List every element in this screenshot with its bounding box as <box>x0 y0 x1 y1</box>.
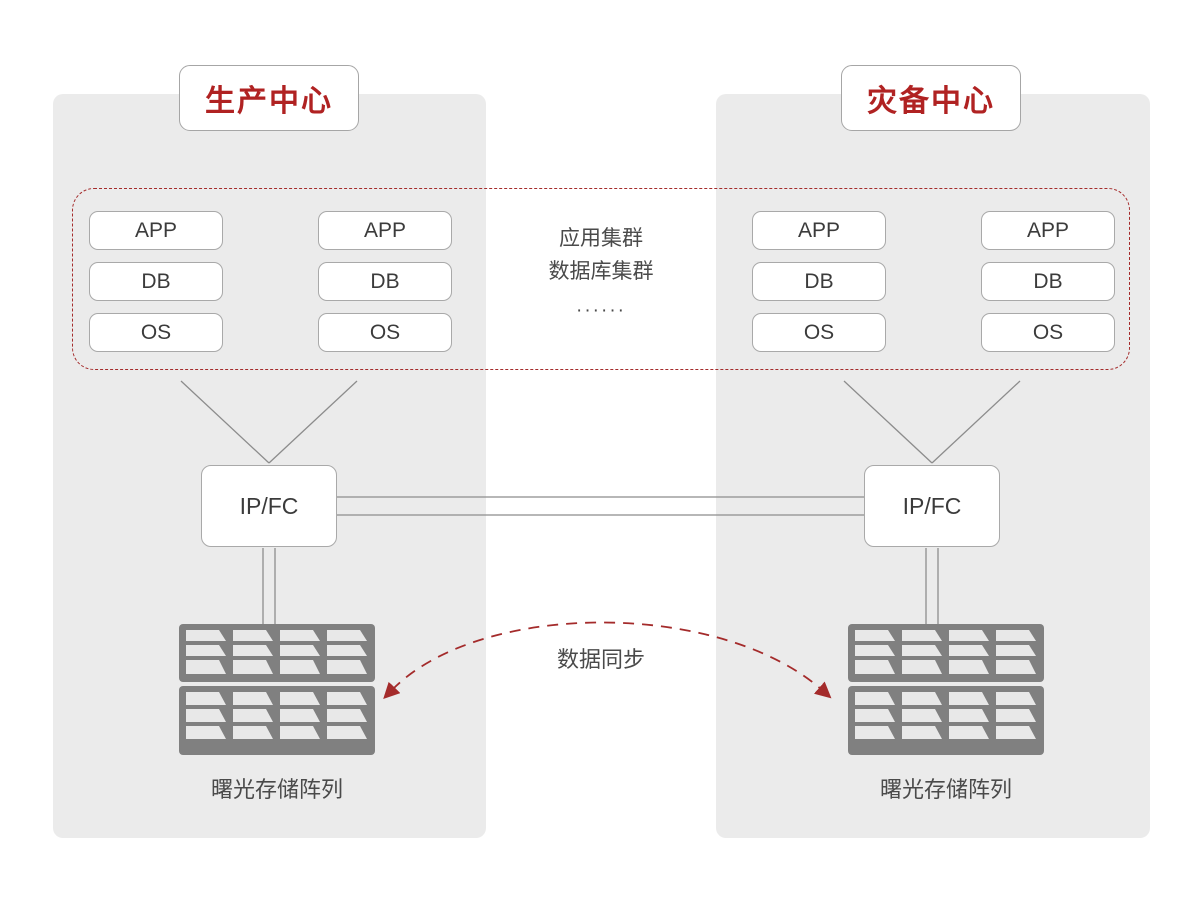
node-box-db[interactable]: DB <box>89 262 223 301</box>
node-stack-dr-1: APP DB OS <box>752 211 886 352</box>
site-title-disaster-recovery: 灾备中心 <box>841 65 1021 131</box>
node-box-db[interactable]: DB <box>752 262 886 301</box>
node-box-db[interactable]: DB <box>981 262 1115 301</box>
node-box-app[interactable]: APP <box>752 211 886 250</box>
node-box-app[interactable]: APP <box>981 211 1115 250</box>
cluster-dashed-boundary <box>72 188 1130 370</box>
node-stack-production-2: APP DB OS <box>318 211 452 352</box>
cluster-caption: 应用集群 数据库集群 ······ <box>487 222 715 327</box>
node-box-os[interactable]: OS <box>752 313 886 352</box>
cluster-caption-ellipsis: ······ <box>576 300 626 321</box>
data-sync-label: 数据同步 <box>489 640 713 676</box>
cluster-caption-line2: 数据库集群 <box>548 260 654 283</box>
storage-caption-production: 曙光存储阵列 <box>210 777 343 802</box>
cluster-caption-line1: 应用集群 <box>559 227 643 250</box>
node-stack-production-1: APP DB OS <box>89 211 223 352</box>
fabric-box-disaster-recovery[interactable]: IP/FC <box>864 465 1000 547</box>
node-box-app[interactable]: APP <box>89 211 223 250</box>
node-box-os[interactable]: OS <box>981 313 1115 352</box>
node-box-os[interactable]: OS <box>89 313 223 352</box>
node-box-os[interactable]: OS <box>318 313 452 352</box>
fabric-box-production[interactable]: IP/FC <box>201 465 337 547</box>
site-title-production: 生产中心 <box>179 65 359 131</box>
storage-array-disaster-recovery <box>848 624 1044 755</box>
node-box-app[interactable]: APP <box>318 211 452 250</box>
node-box-db[interactable]: DB <box>318 262 452 301</box>
node-stack-dr-2: APP DB OS <box>981 211 1115 352</box>
storage-array-production <box>179 624 375 755</box>
storage-caption-disaster-recovery: 曙光存储阵列 <box>879 777 1012 802</box>
